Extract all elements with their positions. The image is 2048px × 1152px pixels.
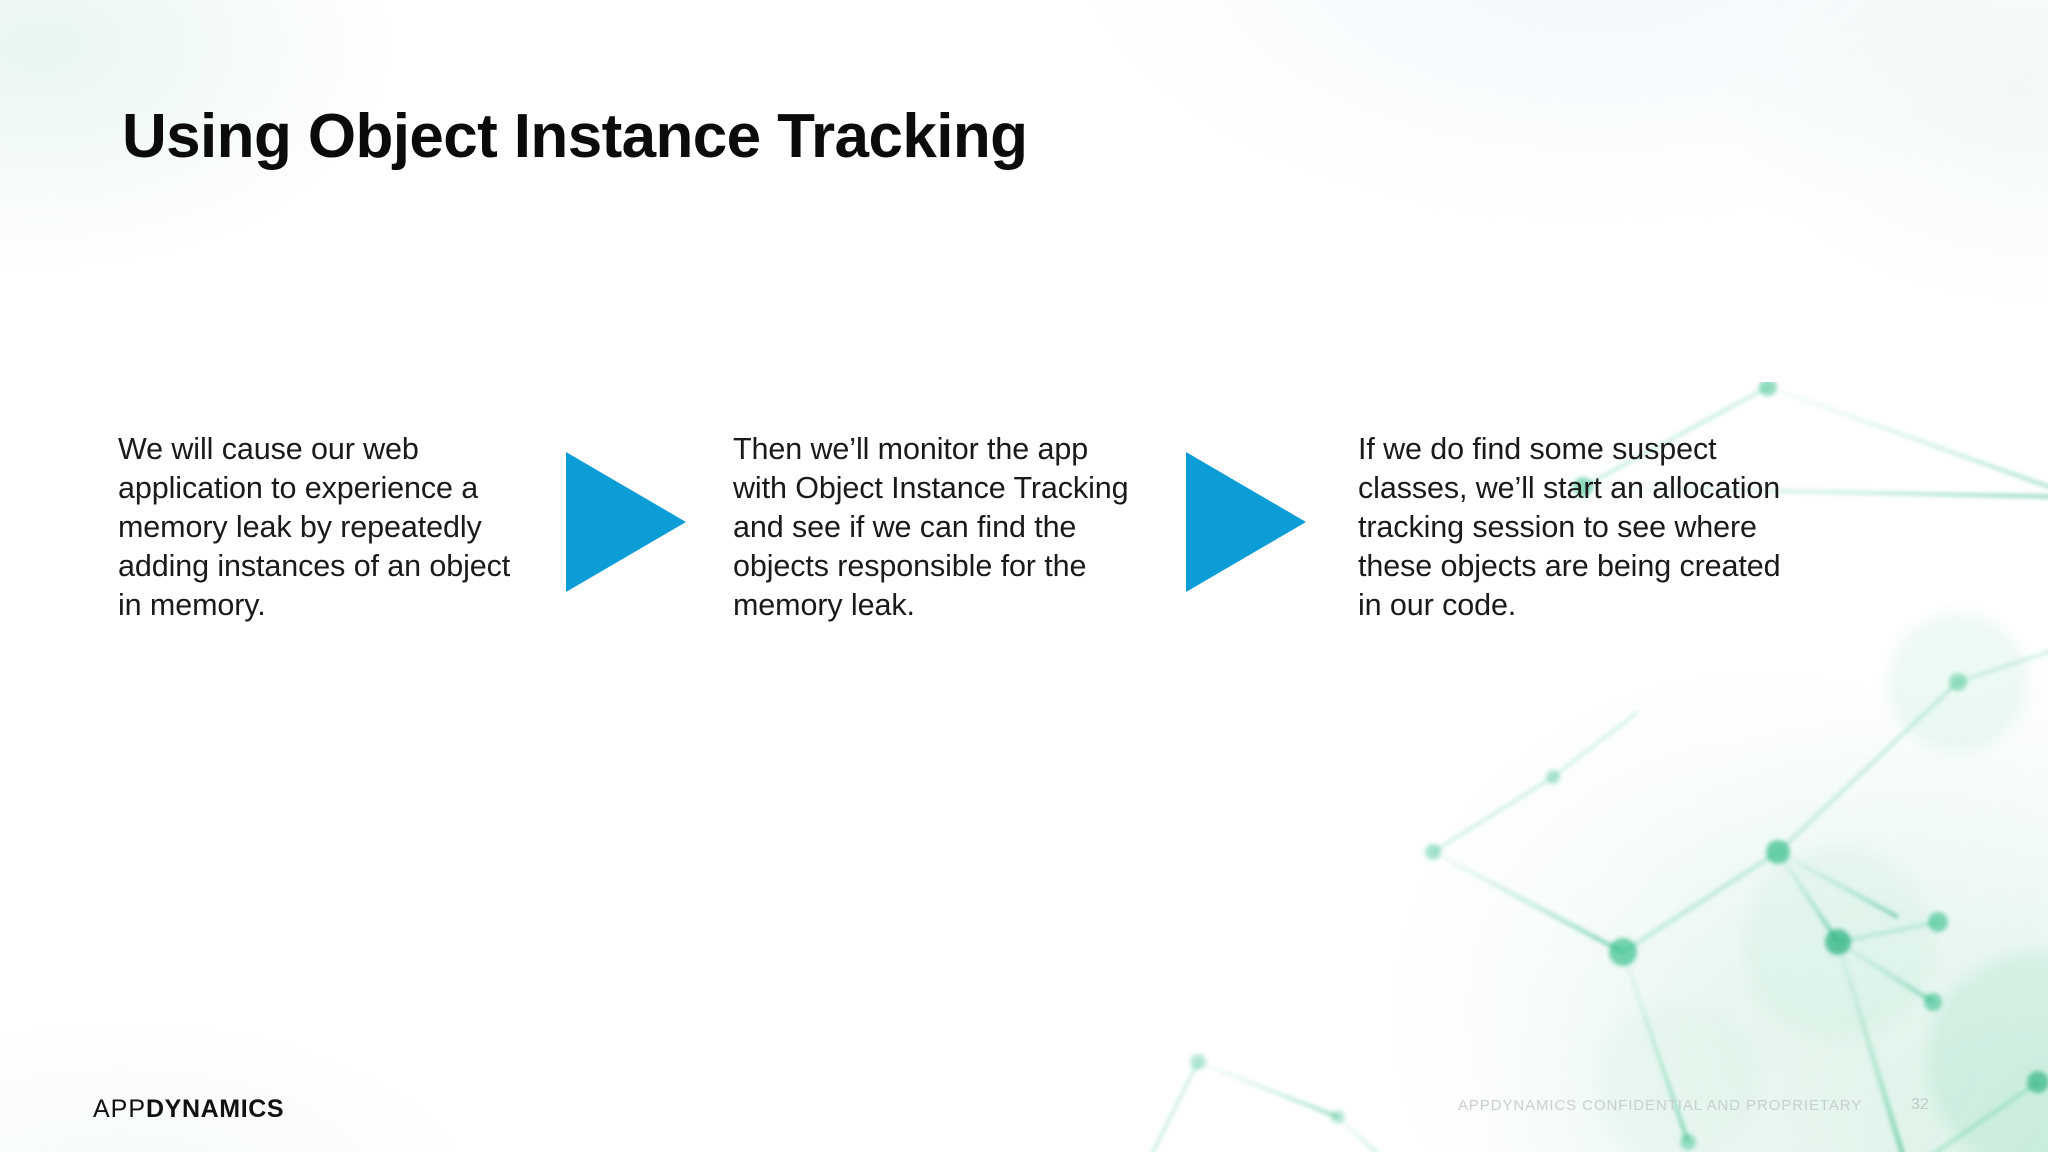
page-title: Using Object Instance Tracking <box>122 101 1028 171</box>
network-graphic-decoration <box>1151 382 2048 1152</box>
steps-row: We will cause our web application to exp… <box>118 430 1938 630</box>
page-number: 32 <box>1911 1096 1929 1113</box>
step-3-text: If we do find some suspect classes, we’l… <box>1358 432 1781 623</box>
appdynamics-logo: APPDYNAMICS <box>93 1095 284 1124</box>
step-1-text: We will cause our web application to exp… <box>118 432 511 623</box>
triangle-right-icon <box>565 452 686 592</box>
confidential-notice: APPDYNAMICS CONFIDENTIAL AND PROPRIETARY <box>1458 1097 1863 1114</box>
arrow-2-slot <box>1133 430 1358 592</box>
logo-text-dynamics: DYNAMICS <box>146 1095 285 1123</box>
step-2-text: Then we’ll monitor the app with Object I… <box>733 432 1129 623</box>
arrow-1-slot <box>518 430 733 592</box>
logo-text-app: APP <box>93 1095 147 1123</box>
triangle-right-icon <box>1185 452 1306 592</box>
